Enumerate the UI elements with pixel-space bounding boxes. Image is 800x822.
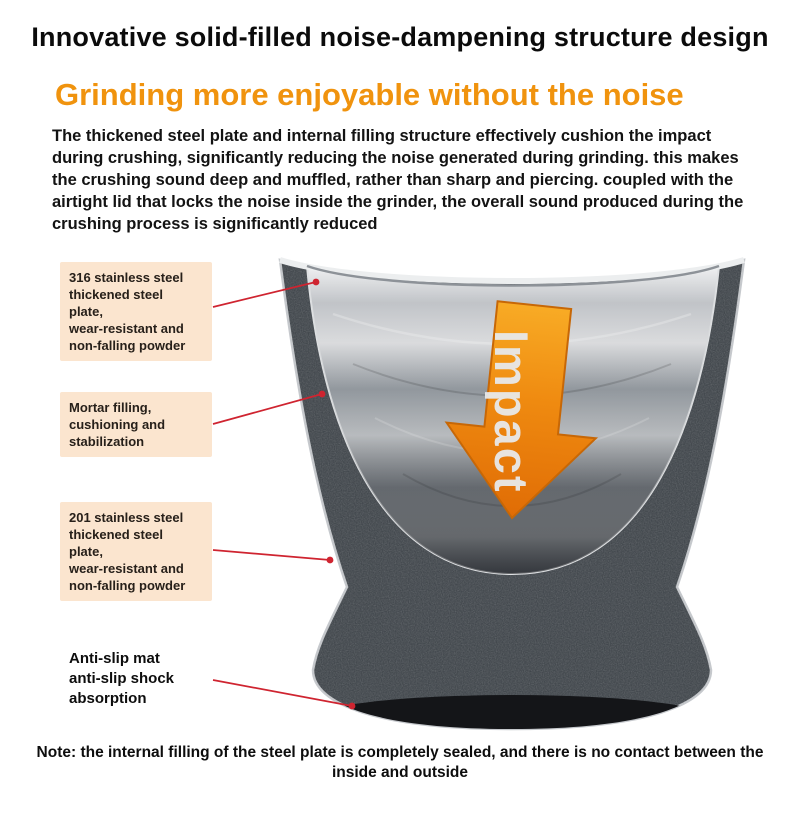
footer-note: Note: the internal filling of the steel … [36, 743, 764, 781]
cutaway-figure: Impact 316 stainless steel thickened ste… [0, 242, 800, 739]
product-infographic: Innovative solid-filled noise-dampening … [0, 22, 800, 822]
rim-inner-edge [306, 264, 720, 287]
impact-label: Impact [485, 330, 538, 494]
callout-316-stainless-steel: 316 stainless steel thickened steel plat… [60, 261, 212, 362]
callout-mortar-filling: Mortar filling, cushioning and stabiliza… [60, 391, 212, 458]
rim-edge [279, 256, 745, 284]
page-subtitle: Grinding more enjoyable without the nois… [55, 77, 684, 112]
description-paragraph: The thickened steel plate and internal f… [52, 127, 744, 233]
grinder-cross-section-illustration: Impact [278, 256, 746, 730]
callout-201-stainless-steel: 201 stainless steel thickened steel plat… [60, 501, 212, 602]
anti-slip-mat [314, 694, 710, 729]
page-title: Innovative solid-filled noise-dampening … [31, 22, 769, 52]
impact-arrow [444, 299, 599, 520]
callout-anti-slip-mat: Anti-slip mat anti-slip shock absorption [69, 649, 175, 708]
